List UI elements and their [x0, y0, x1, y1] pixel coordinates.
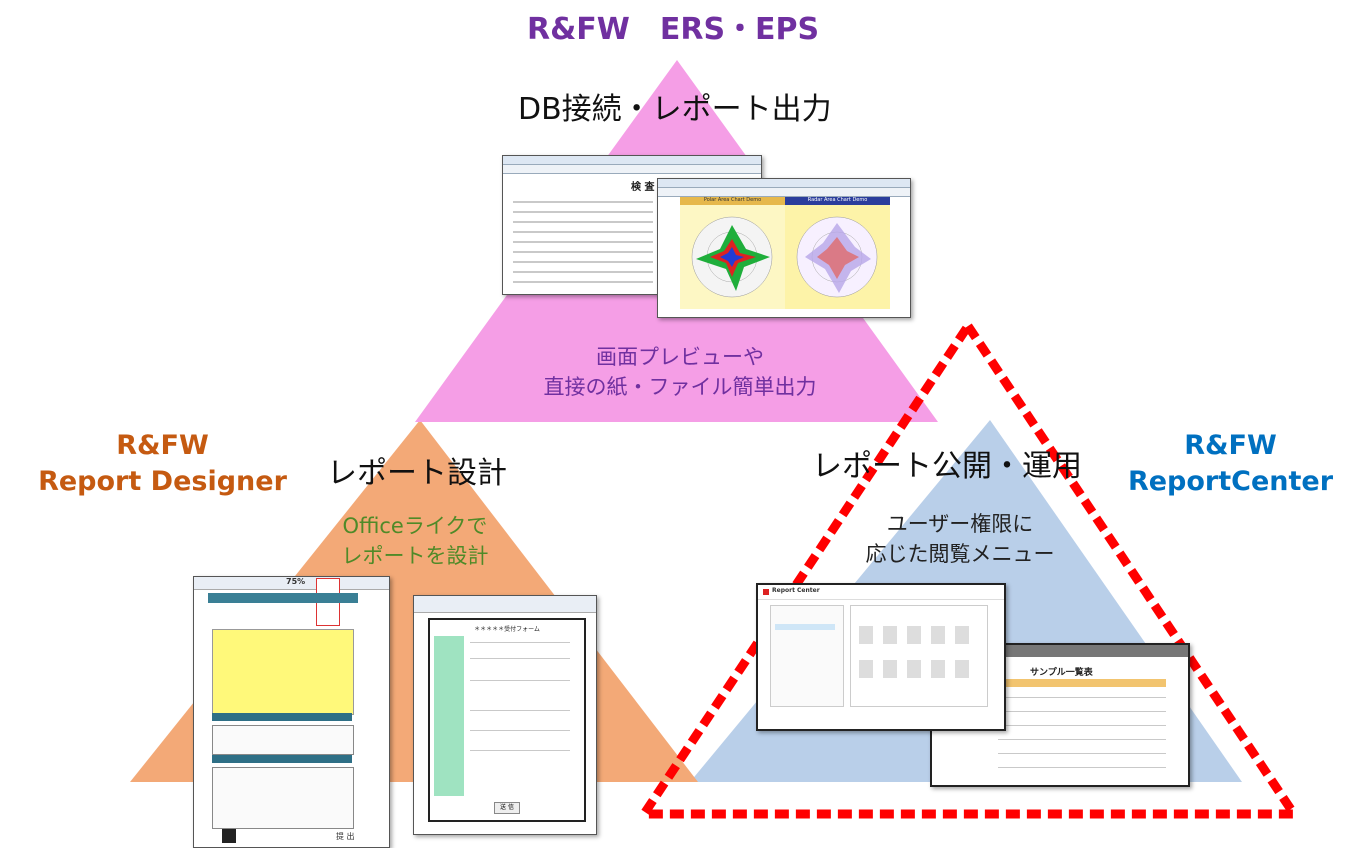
reportcenter-app-name: Report Center: [772, 587, 820, 594]
designer-description: Officeライクで レポートを設計: [300, 511, 530, 571]
reportcenter-desc-line1: ユーザー権限に: [886, 512, 1034, 536]
radar-chart-panel: Radar Area Chart Demo: [785, 197, 890, 309]
polar-chart-graphic: [691, 216, 773, 298]
designer-screenshot-form: 75% 提 出: [193, 576, 390, 848]
qr-code: [222, 829, 236, 843]
reportcenter-folder-tree[interactable]: [770, 605, 844, 707]
polar-chart-title: Polar Area Chart Demo: [680, 197, 785, 205]
radar-chart-title: Radar Area Chart Demo: [785, 197, 890, 205]
designer-product-name: R&FW Report Designer: [0, 428, 325, 500]
webform-send-button[interactable]: 送 信: [494, 802, 520, 814]
reportcenter-product-name: R&FW ReportCenter: [1106, 428, 1355, 500]
top-desc-line2: 直接の紙・ファイル簡単出力: [543, 375, 817, 399]
reportcenter-label: レポート公開・運用: [812, 449, 1082, 484]
designer-zoom-value: 75%: [286, 577, 306, 586]
top-label: DB接続・レポート出力: [518, 92, 832, 127]
reportcenter-product-line1: R&FW: [1184, 430, 1277, 461]
top-desc-line1: 画面プレビューや: [596, 345, 764, 369]
form-yellow-block: [212, 629, 354, 715]
reportcenter-file-grid[interactable]: [850, 605, 988, 707]
reportcenter-product-line2: ReportCenter: [1127, 466, 1334, 497]
diagram-title: R&FW ERS・EPS: [527, 12, 820, 47]
polar-chart-panel: Polar Area Chart Demo: [680, 197, 785, 309]
reportcenter-list-title: サンプル一覧表: [1030, 668, 1093, 678]
reportcenter-app-screenshot: Report Center: [756, 583, 1006, 731]
designer-product-line1: R&FW: [116, 430, 209, 461]
radar-chart-graphic: [796, 216, 878, 298]
form-header-bar: [208, 593, 358, 603]
designer-desc-line2: レポートを設計: [341, 544, 489, 568]
form-section-bar: [212, 713, 352, 721]
reportcenter-description: ユーザー権限に 応じた閲覧メニュー: [845, 509, 1075, 569]
report-preview-title: 検 査 表: [631, 182, 668, 193]
designer-label: レポート設計: [327, 456, 507, 491]
reportcenter-desc-line2: 応じた閲覧メニュー: [865, 542, 1055, 566]
designer-toolbar: 75%: [194, 577, 389, 626]
webform-title: ＊＊＊＊＊受付フォーム: [474, 626, 540, 633]
designer-product-line2: Report Designer: [38, 466, 287, 497]
designer-desc-line1: Officeライクで: [342, 514, 488, 538]
webform-label-column: [434, 636, 464, 796]
chart-preview-screenshot: Polar Area Chart Demo Radar Area Chart D…: [657, 178, 911, 318]
reportcenter-dotted-outline: [635, 317, 1303, 819]
top-description: 画面プレビューや 直接の紙・ファイル簡単出力: [510, 342, 850, 402]
form-submit-badge: 提 出: [336, 832, 355, 841]
reportcenter-logo-icon: [763, 589, 769, 595]
designer-screenshot-webform: ＊＊＊＊＊受付フォーム 送 信: [413, 595, 597, 835]
webform-frame: ＊＊＊＊＊受付フォーム 送 信: [428, 618, 586, 822]
